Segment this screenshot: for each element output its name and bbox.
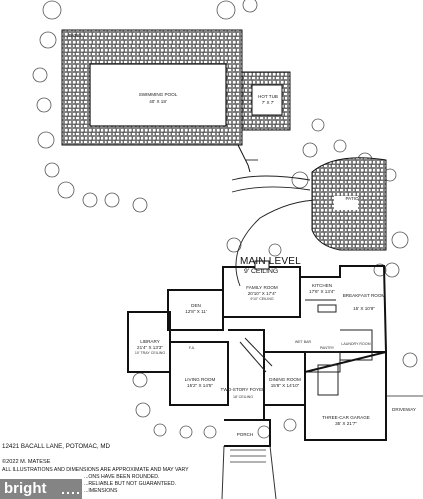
- den-name: DEN: [191, 303, 201, 308]
- patio-right: [311, 157, 387, 251]
- main-level-heading: MAIN LEVEL: [240, 256, 301, 267]
- ceiling-height-label: 9' CEILING: [244, 268, 279, 275]
- walkway: [231, 175, 321, 287]
- bright-logo-watermark: bright: [0, 479, 82, 499]
- driveway-label: DRIVEWAY: [392, 407, 416, 412]
- fa-label: F.A.: [189, 346, 195, 350]
- disclaimer-line-1: ALL ILLUSTRATIONS AND DIMENSIONS ARE APP…: [2, 467, 189, 473]
- laundry-label: LAUNDRY ROOM: [341, 342, 370, 346]
- garage-name: THREE-CAR GARAGE: [322, 415, 370, 420]
- pool-deck: [61, 29, 291, 173]
- disclaimer-line-3: ...RELIABLE BUT NOT GUARANTEED.: [84, 481, 177, 487]
- room-labels: PATIO SWIMMING POOL 40' X 18' HOT TUB 7'…: [68, 33, 416, 437]
- living-room-name: LIVING ROOM: [185, 377, 216, 382]
- kitchen-size: 17'6" X 13'4": [309, 289, 335, 294]
- porch-label: PORCH: [237, 432, 254, 437]
- patio-right-label: PATIO: [345, 196, 359, 201]
- foyer-note: 18' CEILING: [233, 395, 253, 399]
- family-room-note: 9'10" CEILING: [250, 297, 274, 301]
- copyright-notice: ©2022 M. MATESE: [2, 459, 51, 465]
- foyer-name: TWO-STORY FOYER: [221, 387, 267, 392]
- breakfast-name: BREAKFAST ROOM: [343, 293, 386, 298]
- hot-tub-size-label: 7' X 7': [262, 100, 275, 105]
- patio-top-label: PATIO: [68, 33, 82, 38]
- trees: [32, 0, 418, 439]
- bright-logo-text: bright: [4, 480, 47, 497]
- pool-name-label: SWIMMING POOL: [139, 92, 178, 97]
- living-room-size: 15'2" X 14'5": [187, 383, 213, 388]
- pool-size-label: 40' X 18': [149, 99, 167, 104]
- pantry-label: PANTRY: [320, 346, 335, 350]
- wet-bar-label: WET BAR: [295, 340, 312, 344]
- disclaimer-line-2: ...ONS HAVE BEEN ROUNDED.: [84, 474, 160, 480]
- den-size: 12'8" X 11': [185, 309, 207, 314]
- family-room-name: FAMILY ROOM: [246, 285, 278, 290]
- breakfast-size: 15' X 10'9": [353, 306, 375, 311]
- house-walls: [127, 260, 423, 499]
- dining-room-size: 15'8" X 14'10": [271, 383, 300, 388]
- library-note: 10' TRAY CEILING: [135, 351, 165, 355]
- family-room-size: 20'10" X 17'4": [248, 291, 277, 296]
- kitchen-name: KITCHEN: [312, 283, 332, 288]
- property-address: 12421 BACALL LANE, POTOMAC, MD: [2, 443, 110, 450]
- library-size: 21'4" X 13'3": [137, 345, 163, 350]
- dining-room-name: DINING ROOM: [269, 377, 301, 382]
- library-name: LIBRARY: [140, 339, 160, 344]
- hot-tub-name-label: HOT TUB: [258, 94, 278, 99]
- disclaimer-line-4: ...IMENSIONS: [84, 488, 118, 494]
- garage-size: 35' X 21'7": [335, 421, 357, 426]
